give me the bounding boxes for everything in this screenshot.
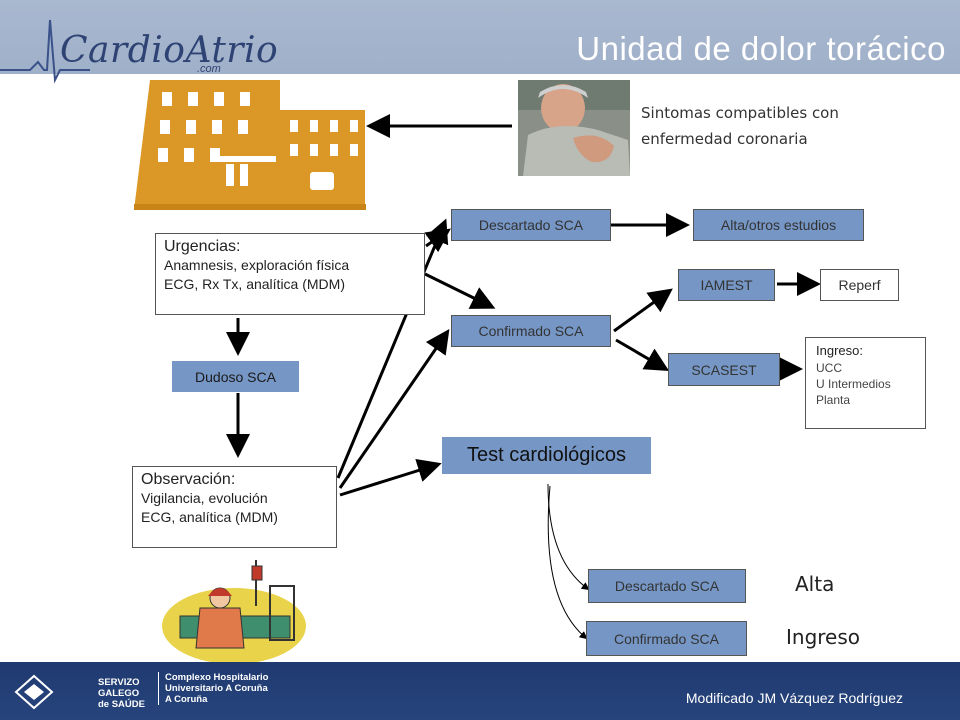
footer-org-b3: A Coruña	[165, 694, 208, 705]
scasest-box: SCASEST	[668, 353, 780, 386]
hospital-icon	[134, 80, 366, 210]
footer-org-b2: Universitario A Coruña	[165, 683, 268, 694]
logo-text: CardioAtrio	[60, 30, 279, 71]
reperf-box: Reperf	[820, 269, 899, 301]
ecg-line-icon	[0, 19, 90, 84]
symptoms-line-2: enfermedad coronaria	[641, 130, 808, 148]
footer-bar	[0, 662, 960, 720]
alta-label: Alta	[795, 572, 835, 596]
footer-org-sergas: SERVIZO GALEGO de SAÚDE	[98, 677, 145, 710]
iamest-box: IAMEST	[678, 269, 775, 301]
confirmado-sca-top-box: Confirmado SCA	[451, 315, 611, 347]
observacion-title: Observación:	[141, 471, 236, 488]
footer-org-a2: GALEGO	[98, 688, 140, 699]
ingreso-destinations-box: Ingreso: UCC U Intermedios Planta	[805, 337, 926, 429]
observacion-line-2: ECG, analítica (MDM)	[141, 509, 278, 525]
observacion-box: Observación: Vigilancia, evolución ECG, …	[132, 466, 337, 548]
dudoso-sca-box: Dudoso SCA	[172, 361, 299, 392]
header-bar	[0, 0, 960, 74]
logo-sub: .com	[197, 63, 221, 75]
ingreso-item: U Intermedios	[816, 377, 891, 391]
footer-org-chuac: Complexo Hospitalario Universitario A Co…	[158, 672, 268, 705]
footer-credit: Modificado JM Vázquez Rodríguez	[685, 690, 903, 706]
patient-chest-pain-photo	[518, 80, 630, 176]
ingreso-label: Ingreso	[786, 625, 861, 649]
test-cardiologicos-box: Test cardiológicos	[442, 437, 651, 474]
confirmado-sca-bottom-box: Confirmado SCA	[586, 621, 747, 656]
urgencias-title: Urgencias:	[164, 238, 241, 255]
slide-title: Unidad de dolor torácico	[576, 30, 946, 67]
ingreso-item: UCC	[816, 361, 842, 375]
descartado-sca-bottom-box: Descartado SCA	[588, 569, 746, 603]
observacion-line-1: Vigilancia, evolución	[141, 490, 268, 506]
footer-org-a3: de SAÚDE	[98, 699, 145, 710]
patient-in-bed-icon	[162, 560, 306, 664]
urgencias-box: Urgencias: Anamnesis, exploración física…	[155, 233, 425, 315]
footer-org-b1: Complexo Hospitalario	[165, 672, 269, 683]
symptoms-line-1: Sintomas compatibles con	[641, 104, 839, 122]
alta-otros-estudios-box: Alta/otros estudios	[693, 209, 864, 241]
footer-org-a1: SERVIZO	[98, 677, 140, 688]
ingreso-box-title: Ingreso:	[816, 343, 863, 358]
urgencias-line-1: Anamnesis, exploración física	[164, 257, 350, 273]
sergas-logo-icon	[14, 674, 54, 710]
descartado-sca-top-box: Descartado SCA	[451, 209, 611, 241]
ingreso-item: Planta	[816, 393, 851, 407]
urgencias-line-2: ECG, Rx Tx, analítica (MDM)	[164, 276, 345, 292]
